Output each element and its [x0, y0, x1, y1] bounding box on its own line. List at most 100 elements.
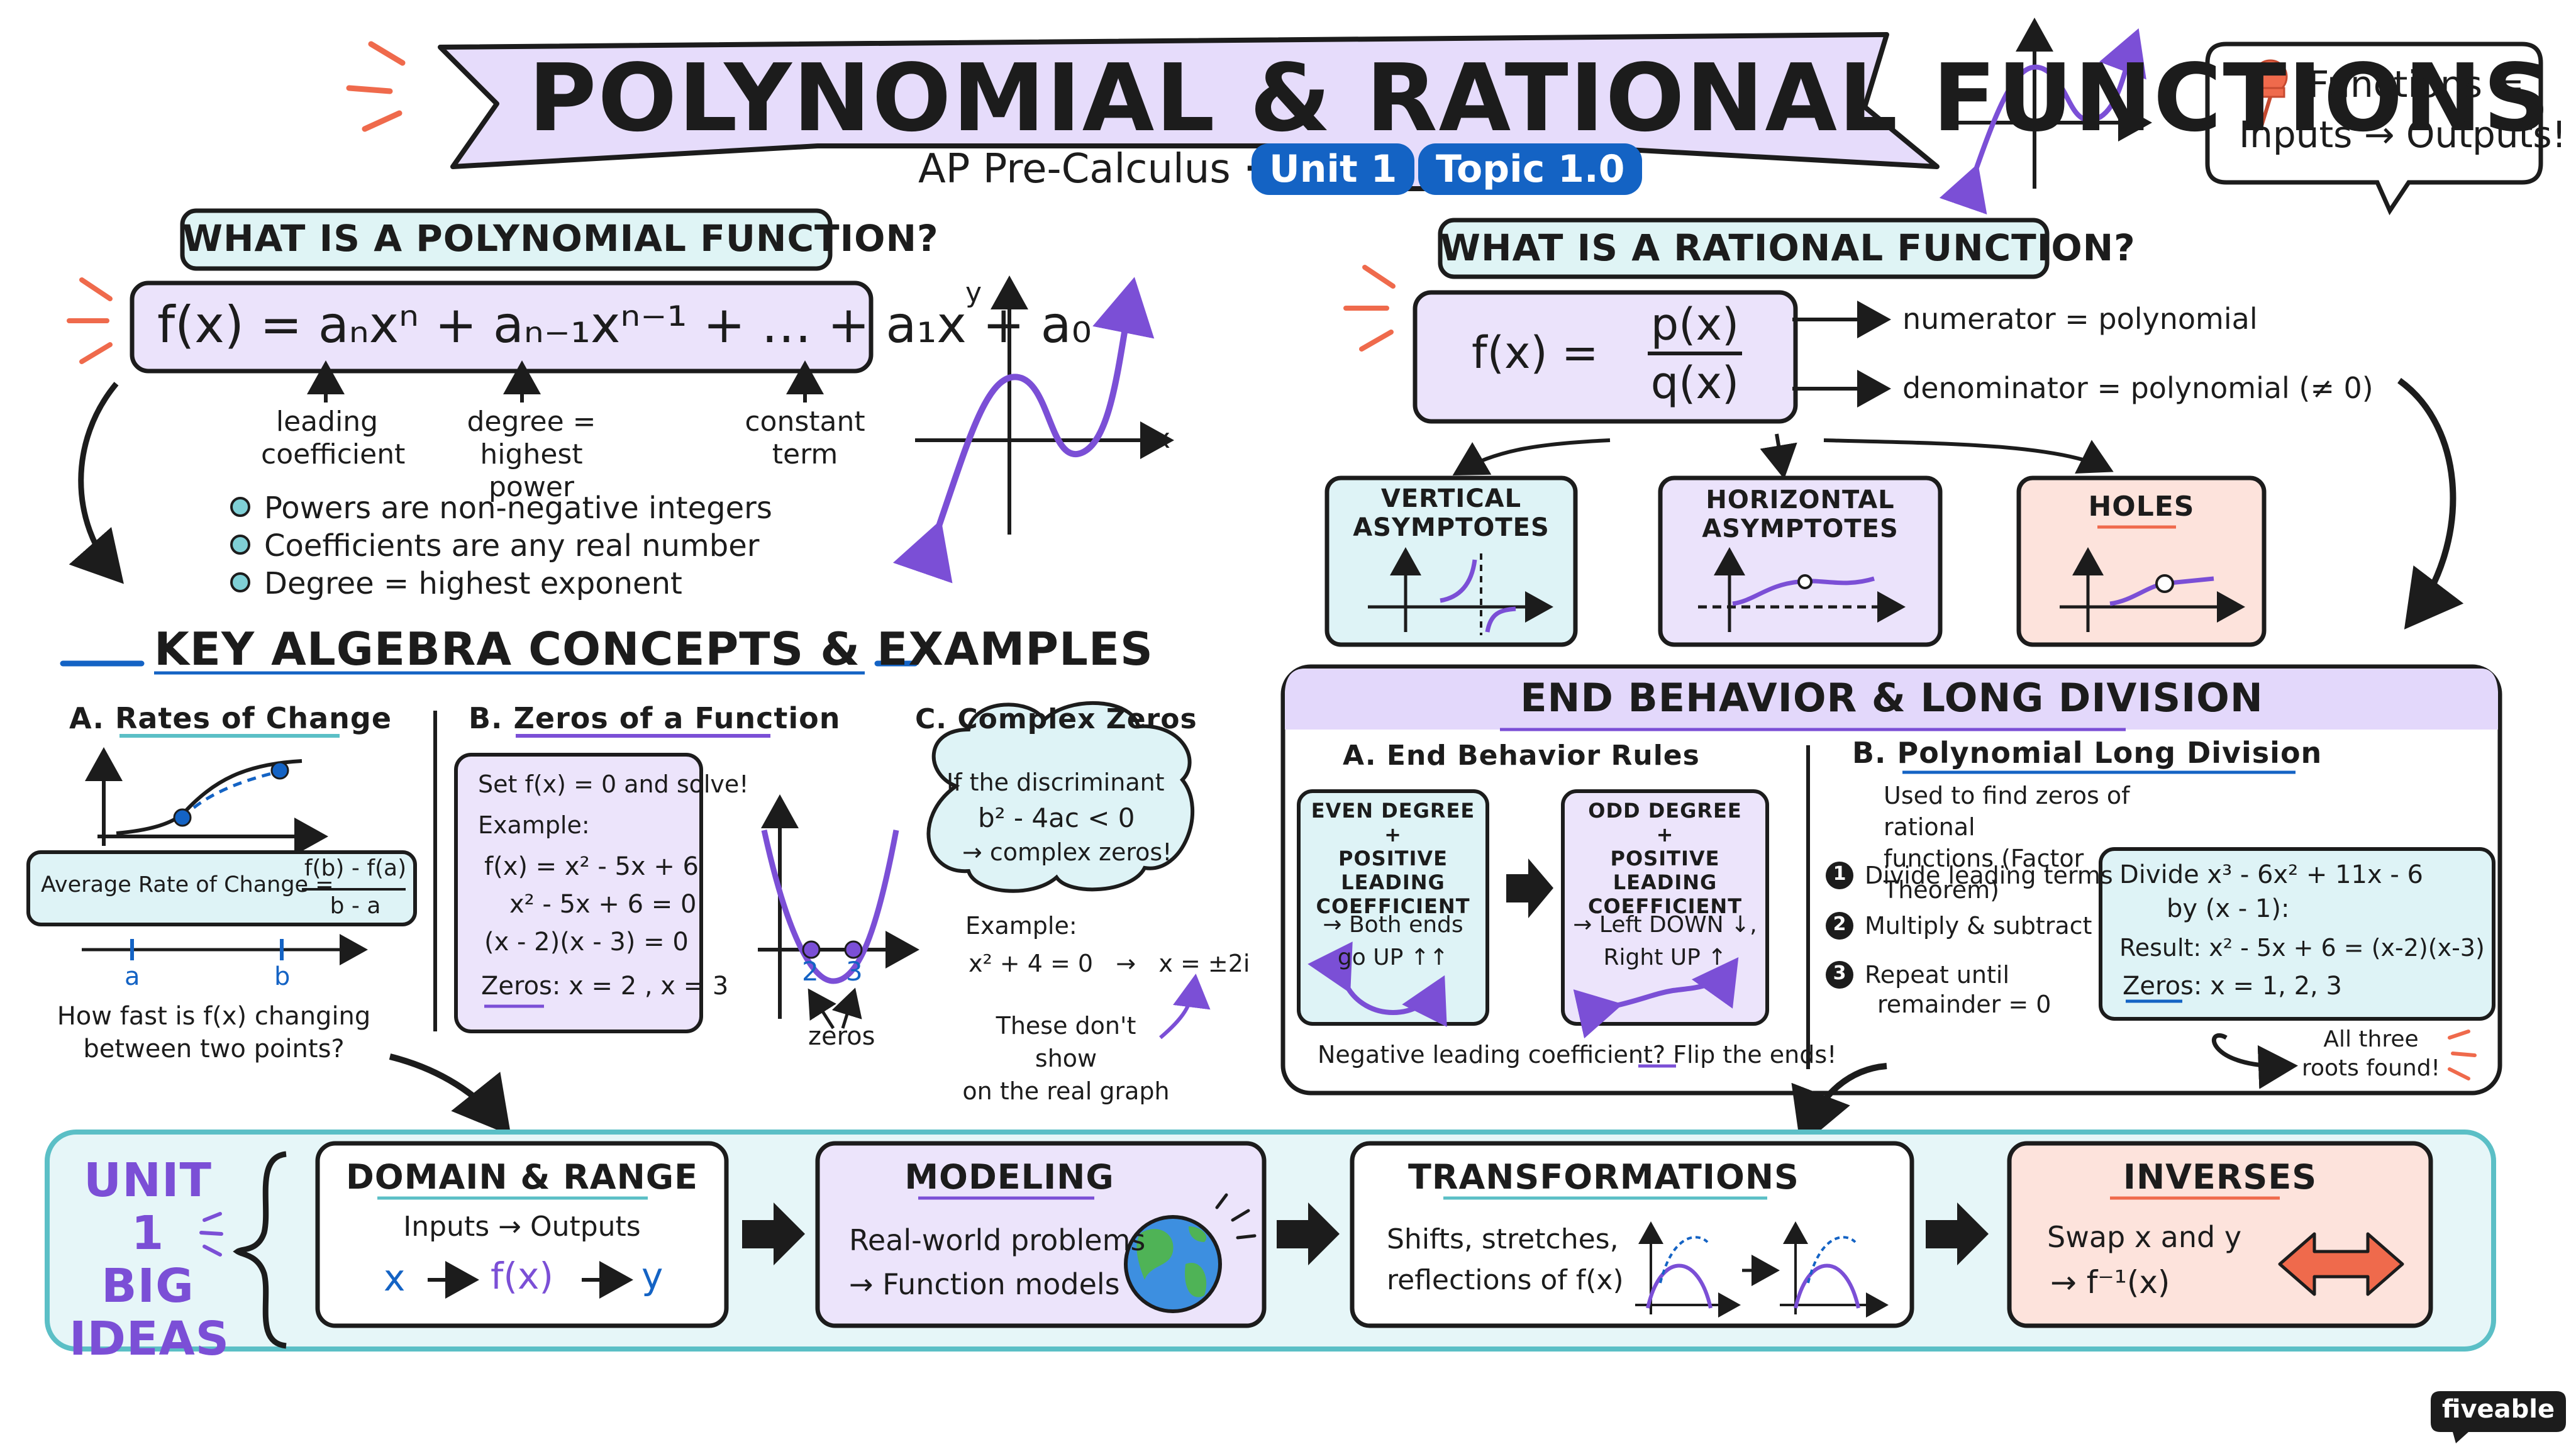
complex-title: C. Complex Zeros — [915, 703, 1197, 735]
step-3-text-cont: remainder = 0 — [1877, 991, 2051, 1018]
inverses-line-1: Swap x and y — [2047, 1220, 2242, 1254]
transformations-line-2: reflections of f(x) — [1387, 1264, 1624, 1296]
division-line-2: by (x - 1): — [2167, 894, 2290, 923]
step-3-text: Repeat until — [1865, 961, 2010, 989]
domain-range-title: DOMAIN & RANGE — [345, 1157, 698, 1197]
topic-badge: Topic 1.0 — [1418, 143, 1643, 195]
root-2-label: 2 — [802, 956, 819, 987]
step-2-number: 2 — [1833, 913, 1846, 935]
holes-card — [2016, 475, 2267, 647]
title-graph-icon — [1939, 18, 2152, 215]
discriminant-cloud — [926, 701, 1194, 893]
modeling-line-1: Real-world problems — [849, 1223, 1146, 1257]
zeros-label: zeros — [808, 1022, 875, 1051]
step-2-text: Multiply & subtract — [1865, 912, 2092, 940]
odd-degree-result: → Left DOWN ↓,Right UP ↑ — [1573, 912, 1757, 970]
domain-fx: f(x) — [491, 1255, 553, 1297]
step-1-text: Divide leading terms — [1865, 862, 2113, 889]
rational-numerator: p(x) — [1650, 299, 1740, 350]
vertical-asymptote-card — [1324, 475, 1578, 647]
polynomial-bullet-2: Coefficients are any real number — [264, 528, 760, 564]
rate-formula-numerator: f(b) - f(a) — [304, 855, 407, 881]
transformations-line-1: Shifts, stretches, — [1387, 1223, 1619, 1255]
swap-double-arrow — [2278, 1232, 2404, 1296]
degree-label: degree =highest power — [467, 406, 596, 503]
long-division-box — [2099, 847, 2496, 1021]
zeros-example-box — [454, 753, 703, 1033]
division-line-3: Result: x² - 5x + 6 = (x-2)(x-3) — [2119, 934, 2485, 962]
polynomial-heading-box — [180, 208, 833, 271]
rational-lhs: f(x) = — [1472, 327, 1599, 379]
cloud-line-3: → complex zeros! — [962, 838, 1172, 866]
modeling-title: MODELING — [904, 1157, 1114, 1197]
brand-logo: fiveable — [2441, 1395, 2555, 1424]
polynomial-heading: WHAT IS A POLYNOMIAL FUNCTION? — [182, 217, 939, 260]
cubic-graph — [892, 275, 1174, 584]
inverses-card — [2007, 1141, 2433, 1328]
parabola-graph — [758, 794, 919, 1030]
rate-formula-denominator: b - a — [330, 893, 381, 919]
rates-graph — [85, 747, 328, 855]
complex-example-label: Example: — [965, 912, 1077, 940]
cubic-graph-x-label: x — [1154, 423, 1171, 455]
negative-leading-note: Negative leading coefficient? Flip the e… — [1318, 1041, 1837, 1069]
rational-denominator: q(x) — [1650, 357, 1740, 409]
unit-badge: Unit 1 — [1252, 143, 1415, 195]
transformations-title: TRANSFORMATIONS — [1408, 1157, 1799, 1197]
title-burst — [346, 41, 406, 132]
holes-title: HOLES — [2088, 491, 2195, 523]
rational-formula-box — [1413, 290, 1798, 424]
polynomial-bullet-1: Powers are non-negative integers — [264, 491, 772, 526]
brand-badge — [2431, 1391, 2566, 1443]
long-division-title: B. Polynomial Long Division — [1852, 736, 2323, 770]
cloud-line-2: b² - 4ac < 0 — [978, 802, 1135, 833]
step-3-number: 3 — [1833, 962, 1846, 984]
inverses-title: INVERSES — [2123, 1157, 2318, 1197]
domain-y: y — [641, 1255, 663, 1297]
modeling-line-2: → Function models — [849, 1267, 1120, 1301]
zeros-line-1: Set f(x) = 0 and solve! — [478, 770, 749, 798]
tick-b-label: b — [274, 962, 291, 991]
zeros-title: B. Zeros of a Function — [469, 701, 841, 735]
page-title: POLYNOMIAL & RATIONAL FUNCTIONS — [528, 44, 2551, 152]
cubic-graph-y-label: y — [965, 277, 982, 309]
rates-title: A. Rates of Change — [69, 701, 392, 735]
division-line-4: Zeros: x = 1, 2, 3 — [2123, 972, 2342, 1001]
cloud-line-1: If the discriminant — [947, 769, 1165, 796]
callout-bubble — [2205, 42, 2543, 216]
polynomial-bullet-3: Degree = highest exponent — [264, 566, 682, 601]
rate-formula-label: Average Rate of Change = — [41, 872, 334, 897]
callout-line-2: Inputs → Outputs! — [2239, 113, 2567, 156]
end-behavior-rules-title: A. End Behavior Rules — [1343, 740, 1700, 772]
zeros-line-5: (x - 2)(x - 3) = 0 — [484, 928, 689, 957]
pushpin-icon — [2253, 59, 2288, 126]
algebra-heading: KEY ALGEBRA CONCEPTS & EXAMPLES — [154, 623, 1153, 675]
denominator-label: denominator = polynomial (≠ 0) — [1902, 371, 2373, 405]
division-line-1: Divide x³ - 6x² + 11x - 6 — [2119, 860, 2423, 889]
complex-example: x² + 4 = 0 → x = ±2i — [969, 950, 1250, 977]
zeros-line-2: Example: — [478, 811, 590, 839]
rational-heading-box — [1438, 218, 2050, 279]
transform-graph-2 — [1780, 1221, 1889, 1318]
callout-line-1: Functions = — [2308, 63, 2524, 106]
numerator-label: numerator = polynomial — [1902, 302, 2258, 336]
rates-number-line — [82, 934, 368, 965]
globe-icon — [1124, 1215, 1222, 1313]
zeros-line-6: Zeros: x = 2 , x = 3 — [481, 972, 729, 1001]
domain-range-line: Inputs → Outputs — [403, 1211, 641, 1243]
rate-formula-box — [26, 850, 417, 926]
transform-graph-1 — [1635, 1221, 1741, 1318]
